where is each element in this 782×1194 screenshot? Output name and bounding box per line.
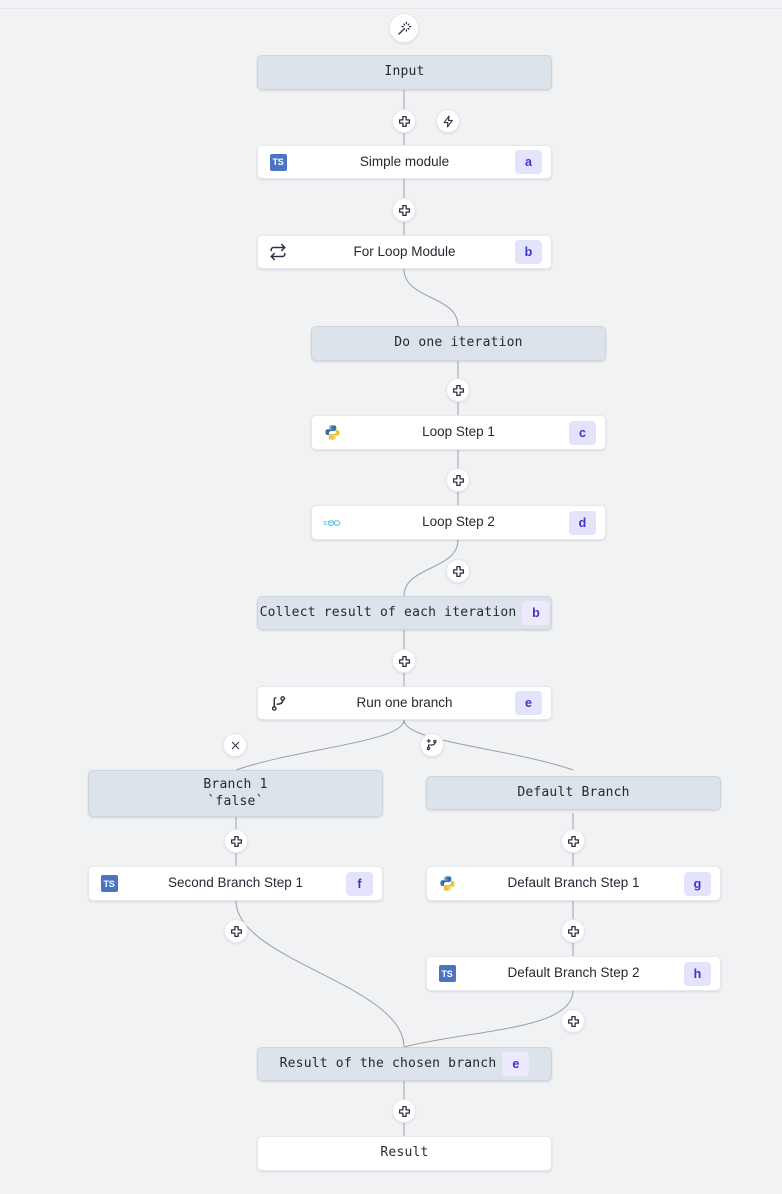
- add-step-button[interactable]: [392, 649, 416, 673]
- node-label: Result: [380, 1145, 429, 1161]
- add-step-button[interactable]: [561, 919, 585, 943]
- node-label: Simple module: [359, 153, 450, 169]
- add-step-button[interactable]: [446, 559, 470, 583]
- add-branch-icon: [425, 738, 439, 752]
- node-label: Collect result of each iteration: [259, 604, 517, 620]
- node-collect-result[interactable]: Collect result of each iteration b: [257, 596, 552, 630]
- close-icon: [230, 740, 241, 751]
- node-badge: e: [502, 1052, 530, 1076]
- plus-icon: [230, 835, 243, 848]
- go-icon: [323, 514, 341, 532]
- node-label: Do one iteration: [394, 335, 523, 351]
- branch-icon: [269, 694, 287, 712]
- loop-icon: [269, 243, 287, 261]
- node-run-one-branch[interactable]: Run one branch e: [257, 686, 552, 720]
- add-step-button[interactable]: [224, 919, 248, 943]
- node-label: Loop Step 1: [422, 424, 495, 440]
- node-for-loop-module[interactable]: For Loop Module b: [257, 235, 552, 269]
- node-badge: b: [522, 601, 550, 625]
- magic-wand-icon: [397, 21, 412, 36]
- plus-icon: [398, 1105, 411, 1118]
- node-badge: d: [569, 510, 596, 535]
- add-step-button[interactable]: [392, 198, 416, 222]
- node-badge: e: [515, 691, 542, 715]
- python-icon: [438, 875, 456, 893]
- delete-branch-button[interactable]: [223, 733, 247, 757]
- node-badge: h: [684, 961, 711, 986]
- plus-icon: [398, 655, 411, 668]
- node-label: Input: [384, 64, 425, 80]
- plus-icon: [398, 115, 411, 128]
- typescript-icon: TS: [438, 965, 456, 983]
- node-do-one-iteration[interactable]: Do one iteration: [311, 326, 606, 361]
- typescript-icon: TS: [100, 875, 118, 893]
- add-step-button[interactable]: [224, 829, 248, 853]
- node-result-of-chosen-branch[interactable]: Result of the chosen branch e: [257, 1047, 552, 1081]
- plus-icon: [452, 384, 465, 397]
- node-label: Result of the chosen branch: [279, 1055, 497, 1071]
- node-default-branch-step-2[interactable]: TS Default Branch Step 2 h: [426, 956, 721, 991]
- add-step-button[interactable]: [392, 109, 416, 133]
- plus-icon: [452, 474, 465, 487]
- typescript-icon: TS: [269, 153, 287, 171]
- node-badge: c: [569, 420, 596, 445]
- add-step-button[interactable]: [446, 378, 470, 402]
- plus-icon: [398, 204, 411, 217]
- plus-icon: [567, 925, 580, 938]
- node-label: Run one branch: [356, 694, 453, 710]
- node-simple-module[interactable]: TS Simple module a: [257, 145, 552, 179]
- magic-wand-button[interactable]: [389, 13, 419, 43]
- node-input[interactable]: Input: [257, 55, 552, 90]
- plus-icon: [452, 565, 465, 578]
- node-loop-step-2[interactable]: Loop Step 2 d: [311, 505, 606, 540]
- node-label: Default Branch: [517, 784, 630, 800]
- node-badge: b: [515, 240, 542, 264]
- add-step-button[interactable]: [446, 468, 470, 492]
- plus-icon: [230, 925, 243, 938]
- trigger-button[interactable]: [436, 109, 460, 133]
- plus-icon: [567, 835, 580, 848]
- node-label: For Loop Module: [353, 243, 456, 259]
- node-loop-step-1[interactable]: Loop Step 1 c: [311, 415, 606, 450]
- node-label: Second Branch Step 1: [167, 875, 304, 891]
- add-step-button[interactable]: [392, 1099, 416, 1123]
- node-badge: a: [515, 150, 542, 174]
- plus-icon: [567, 1015, 580, 1028]
- top-divider: [0, 8, 782, 9]
- node-default-branch[interactable]: Default Branch: [426, 776, 721, 810]
- node-label: Default Branch Step 2: [507, 965, 640, 981]
- node-badge: g: [684, 871, 711, 896]
- node-second-branch-step-1[interactable]: TS Second Branch Step 1 f: [88, 866, 383, 901]
- node-default-branch-step-1[interactable]: Default Branch Step 1 g: [426, 866, 721, 901]
- node-label: Loop Step 2: [422, 514, 495, 530]
- node-label: Branch 1 `false`: [203, 777, 268, 809]
- node-branch-1[interactable]: Branch 1 `false`: [88, 770, 383, 817]
- node-label: Default Branch Step 1: [507, 875, 640, 891]
- node-badge: f: [346, 871, 373, 896]
- python-icon: [323, 424, 341, 442]
- add-step-button[interactable]: [561, 1009, 585, 1033]
- add-branch-button[interactable]: [420, 733, 444, 757]
- node-result[interactable]: Result: [257, 1136, 552, 1171]
- lightning-icon: [442, 115, 455, 128]
- add-step-button[interactable]: [561, 829, 585, 853]
